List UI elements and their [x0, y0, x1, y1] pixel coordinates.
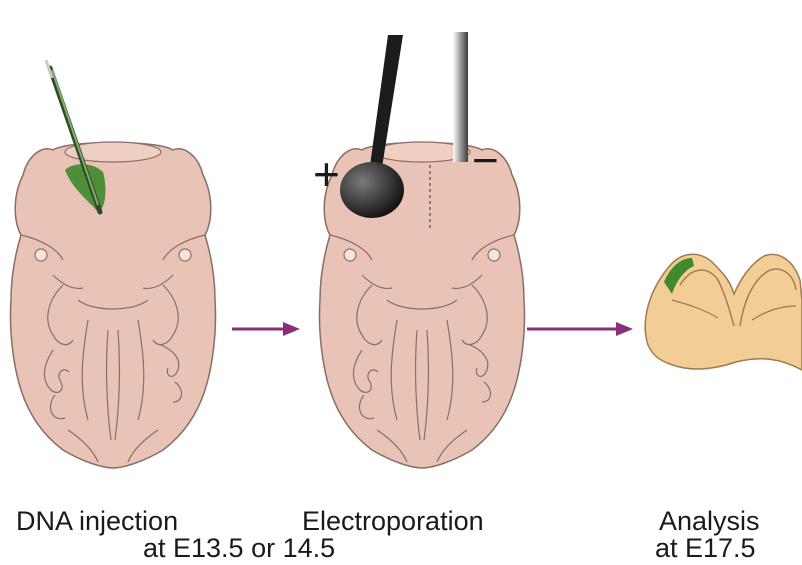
label-electroporation: Electroporation — [302, 508, 484, 535]
embryo-injection — [10, 142, 215, 468]
arrow-1 — [232, 322, 300, 336]
label-time-analysis: at E17.5 — [655, 535, 756, 562]
plus-sign: + — [313, 148, 340, 200]
minus-sign: − — [472, 134, 499, 186]
label-analysis: Analysis — [659, 508, 760, 535]
positive-electrode — [340, 35, 404, 218]
label-time-injection-electroporation: at E13.5 or 14.5 — [143, 535, 335, 562]
label-dna-injection: DNA injection — [16, 508, 178, 535]
brain-section — [645, 254, 802, 370]
electrode-paddle — [340, 162, 404, 218]
arrow-2 — [527, 322, 633, 336]
negative-electrode — [453, 32, 468, 162]
